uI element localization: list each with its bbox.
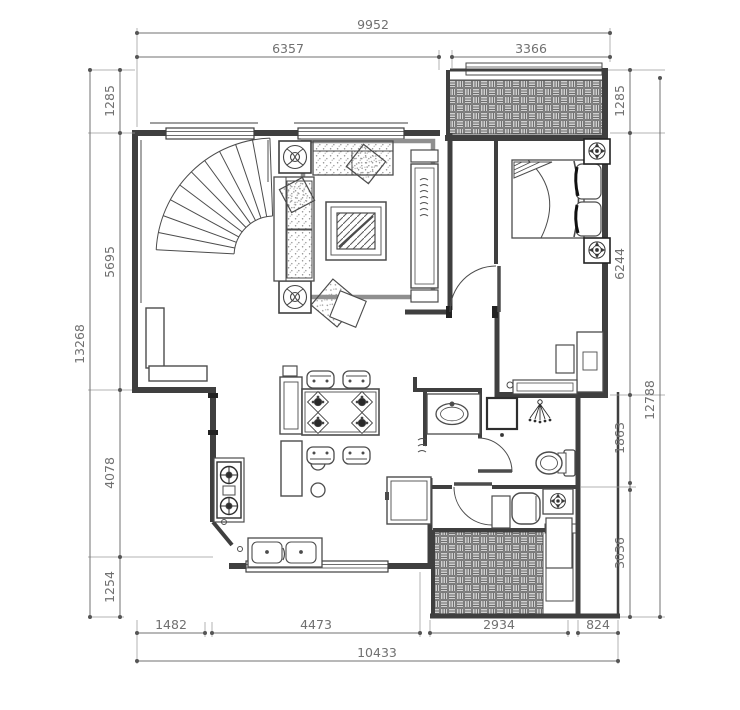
sofa-pillow [278, 176, 316, 214]
desk-right [545, 517, 573, 569]
vanity [417, 393, 481, 453]
water-marks [417, 438, 427, 453]
dim-right-4: 3036 [612, 537, 627, 569]
bedroom [506, 138, 611, 395]
dresser [555, 344, 575, 374]
dim-bottom-2: 4473 [300, 617, 332, 632]
doors [449, 265, 513, 526]
compass-icon [588, 241, 606, 259]
bathroom-door [477, 437, 513, 473]
dim-right-2: 6244 [612, 248, 627, 280]
sofa-pillow [345, 143, 387, 185]
dim-bottom-3: 2934 [483, 617, 515, 632]
double-bed [511, 159, 602, 239]
dim-top-left: 6357 [272, 41, 304, 56]
tv-cabinet [410, 149, 439, 303]
bed-pillows [574, 163, 602, 237]
coffee-table [325, 201, 387, 261]
extension-lines [88, 28, 665, 664]
compass-icon [588, 142, 606, 160]
low-cabinet [506, 379, 578, 395]
dim-left-2: 5695 [102, 246, 117, 278]
gas-stove [213, 457, 245, 523]
dim-left-overall: 13268 [72, 324, 87, 364]
speaker [410, 289, 439, 303]
dim-top-overall: 9952 [357, 17, 389, 32]
window-top-center [297, 127, 405, 140]
bathroom [417, 393, 576, 477]
dining-area [279, 365, 380, 498]
dim-right-overall: 12788 [642, 380, 657, 420]
sofa-set [273, 140, 394, 328]
bar-counter [279, 376, 303, 497]
plant-box-top [278, 140, 312, 174]
nightstand [583, 237, 611, 264]
dining-table [301, 388, 380, 436]
nightstand [583, 138, 611, 165]
dim-bottom-1: 1482 [155, 617, 187, 632]
window-top-left [165, 127, 255, 140]
dining-chairs [306, 370, 371, 465]
dim-right-3: 1863 [612, 422, 627, 454]
balcony-top-weave [446, 79, 604, 135]
compass-icon [550, 493, 566, 509]
dim-bottom-4: 824 [586, 617, 610, 632]
burner-icon [219, 465, 239, 485]
balcony-bottom-weave [432, 531, 544, 617]
dim-right-1: 1285 [612, 85, 627, 117]
bedroom-door [449, 265, 501, 313]
wardrobe [576, 331, 604, 393]
study-nook [491, 488, 574, 569]
dimension-endpoints [88, 31, 662, 663]
floor-pillow [329, 290, 367, 328]
living-room [273, 138, 439, 328]
kitchen [213, 457, 432, 568]
balcony-top [446, 62, 604, 135]
side-unit [542, 488, 574, 515]
curved-staircase [140, 137, 274, 382]
dim-top-right: 3366 [515, 41, 547, 56]
stool [310, 482, 326, 498]
refrigerator [385, 476, 432, 525]
speaker [410, 149, 439, 163]
dimension-labels: 9952 6357 3366 13268 1285 5695 4078 1254… [72, 17, 657, 660]
desk-chair [511, 492, 541, 525]
dim-left-4: 1254 [102, 571, 117, 603]
dim-left-3: 4078 [102, 457, 117, 489]
shower-head-icon [528, 399, 552, 424]
double-sink [247, 537, 323, 568]
interior-walls [405, 133, 578, 532]
burner-icon [219, 496, 239, 516]
door-jambs [208, 306, 498, 435]
shower-tray [485, 396, 519, 437]
stair-cabinet [145, 307, 208, 382]
balcony-door [453, 482, 493, 526]
plant-box-bottom [278, 280, 312, 314]
desk [491, 495, 511, 529]
toilet [535, 449, 576, 477]
dimension-lines [89, 32, 661, 662]
dim-left-1: 1285 [102, 85, 117, 117]
tv-squiggles [419, 178, 429, 217]
dim-bottom-overall: 10433 [357, 645, 397, 660]
